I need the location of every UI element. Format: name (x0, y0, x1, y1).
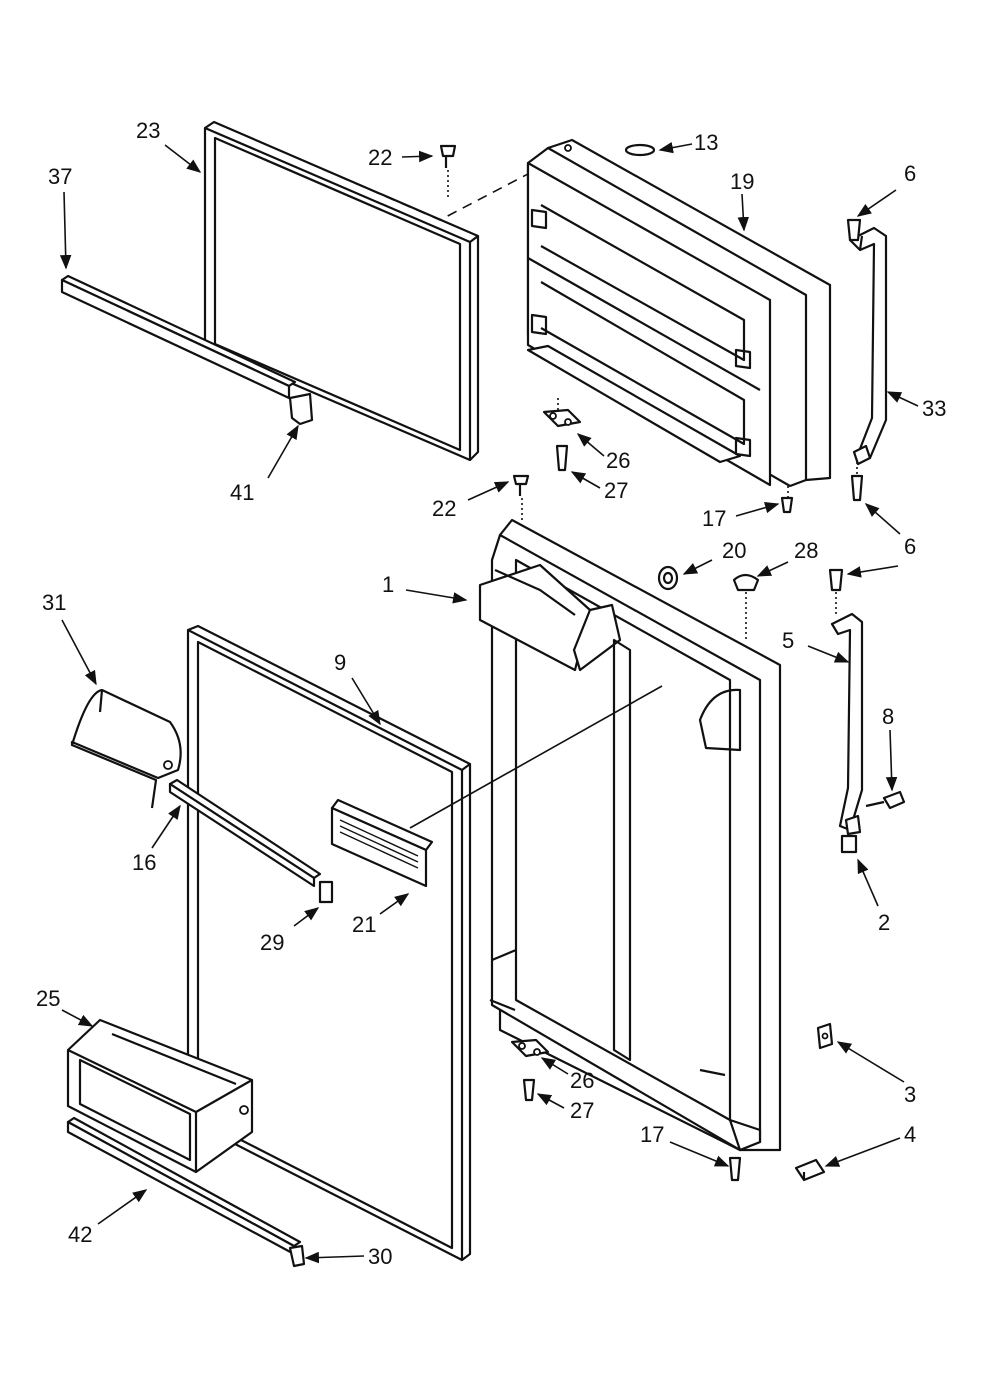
callout-31: 31 (42, 590, 66, 615)
callout-26-lower: 26 (570, 1068, 594, 1093)
freezer-door-liner (526, 138, 832, 488)
oval-cap (624, 143, 656, 157)
callout-26-upper: 26 (606, 448, 630, 473)
dairy-trim-end-cap (318, 880, 334, 904)
callout-8: 8 (882, 704, 894, 729)
handle-clip (840, 834, 858, 854)
bin-trim-end-cap (288, 1244, 306, 1268)
door-shelf-front (330, 685, 663, 888)
refrigerator-handle (830, 612, 864, 836)
callout-42: 42 (68, 1222, 92, 1247)
callout-20: 20 (722, 538, 746, 563)
upper-screw (439, 144, 457, 198)
freezer-door-gasket (203, 120, 571, 462)
callout-19: 19 (730, 169, 754, 194)
callout-17-upper: 17 (702, 506, 726, 531)
callout-16: 16 (132, 850, 156, 875)
callout-22-lower: 22 (432, 496, 456, 521)
callout-6-top: 6 (904, 161, 916, 186)
callout-33: 33 (922, 396, 946, 421)
upper-hinge-plate (542, 398, 582, 428)
refrigerator-door-gasket (186, 624, 472, 1262)
door-stop (794, 1158, 826, 1182)
callout-29: 29 (260, 930, 284, 955)
freezer-trim-end-cap (288, 392, 314, 426)
leader-arrows (59, 141, 919, 1264)
freezer-trim-strip (60, 274, 297, 400)
hinge-bracket (816, 1022, 834, 1050)
callout-27-lower: 27 (570, 1098, 594, 1123)
callout-17-lower: 17 (640, 1122, 664, 1147)
round-cap (732, 573, 760, 640)
refrigerator-door-liner (478, 518, 782, 1152)
lower-hinge-screw (522, 1078, 536, 1102)
callout-2: 2 (878, 910, 890, 935)
handle-screw-upper (846, 218, 864, 502)
dairy-door (70, 688, 182, 809)
callout-25: 25 (36, 986, 60, 1011)
handle-screw-lower (828, 568, 844, 614)
upper-hinge-screw (555, 444, 569, 472)
callout-37: 37 (48, 164, 72, 189)
callout-27-upper: 27 (604, 478, 628, 503)
lower-hinge-plate (510, 1038, 550, 1058)
callout-22-upper: 22 (368, 145, 392, 170)
dairy-trim-strip (168, 778, 322, 888)
callout-5: 5 (782, 628, 794, 653)
hinge-pin-screw (512, 474, 530, 522)
callout-41: 41 (230, 480, 254, 505)
callout-28: 28 (794, 538, 818, 563)
callout-1: 1 (382, 572, 394, 597)
callout-21: 21 (352, 912, 376, 937)
callout-23: 23 (136, 118, 160, 143)
door-bin (66, 1018, 254, 1174)
callout-30: 30 (368, 1244, 392, 1269)
handle-side-screw (865, 790, 906, 810)
button-plug (657, 565, 679, 591)
callout-6-mid: 6 (904, 534, 916, 559)
callout-labels: 23 37 22 13 19 6 33 41 26 27 22 17 6 20 … (36, 118, 946, 1269)
lower-stop-screw (728, 1156, 742, 1182)
callout-4: 4 (904, 1122, 916, 1147)
callout-9: 9 (334, 650, 346, 675)
freezer-handle (848, 226, 888, 466)
callout-13: 13 (694, 130, 718, 155)
upper-stop-screw (780, 486, 794, 514)
callout-3: 3 (904, 1082, 916, 1107)
